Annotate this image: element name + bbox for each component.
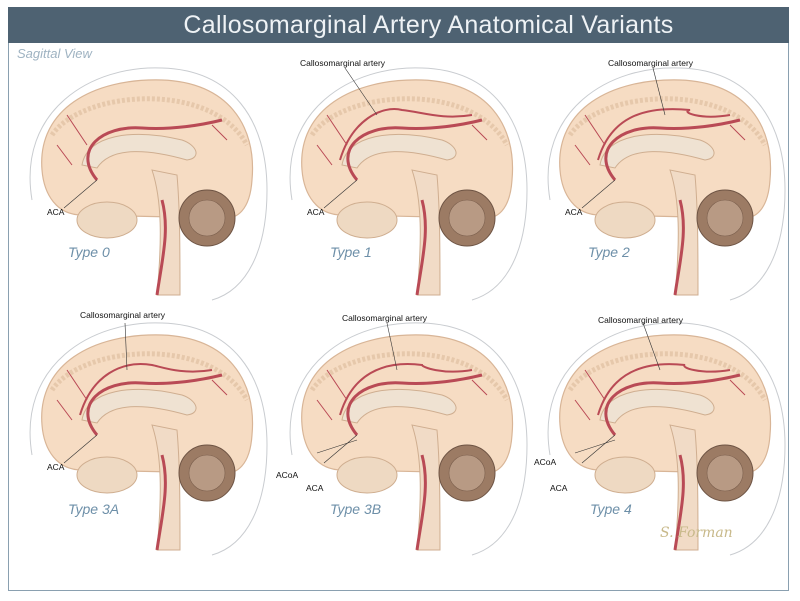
acoa-label: ACoA <box>276 470 299 480</box>
callosomarginal-label: Callosomarginal artery <box>80 310 166 320</box>
callosomarginal-artery <box>339 108 473 161</box>
aca-label: ACA <box>306 483 324 493</box>
artist-signature: S. Forman <box>660 525 733 541</box>
variant-panel: Callosomarginal artery ACA Type 1 <box>272 50 534 308</box>
callosomarginal-artery <box>597 108 731 161</box>
callosomarginal-artery <box>79 363 213 416</box>
brain-illustration <box>289 322 528 556</box>
aca-label: ACA <box>565 207 583 217</box>
variant-panel: Callosomarginal artery ACA Type 2 <box>530 50 792 308</box>
aca-label: ACA <box>47 462 65 472</box>
variant-panel: Callosomarginal artery ACoA ACA Type 3B <box>272 305 534 563</box>
callosomarginal-label: Callosomarginal artery <box>342 313 428 323</box>
type-label: Type 2 <box>588 244 630 260</box>
type-label: Type 3B <box>330 501 382 517</box>
title-bar: Callosomarginal Artery Anatomical Varian… <box>8 7 789 43</box>
aca-artery <box>604 118 741 181</box>
callosomarginal-label: Callosomarginal artery <box>598 315 684 325</box>
variant-panel: Callosomarginal artery ACA Type 3A <box>12 305 274 563</box>
page-title: Callosomarginal Artery Anatomical Varian… <box>183 10 674 39</box>
variant-panel: ACA Type 0 <box>12 50 274 308</box>
aca-label: ACA <box>550 483 568 493</box>
aca-artery <box>86 118 223 181</box>
type-label: Type 0 <box>68 244 110 260</box>
aca-label: ACA <box>307 207 325 217</box>
type-label: Type 3A <box>68 501 120 517</box>
variant-panel: Callosomarginal artery ACoA ACA Type 4 <box>530 305 792 563</box>
type-label: Type 1 <box>330 244 372 260</box>
aca-artery <box>346 118 483 181</box>
aca-artery <box>86 373 223 436</box>
brain-illustration <box>547 322 786 556</box>
view-subtitle: Sagittal View <box>17 46 92 61</box>
aca-artery <box>604 373 741 436</box>
brain-illustration <box>29 322 268 556</box>
type-label: Type 4 <box>590 501 632 517</box>
callosomarginal-artery <box>339 363 473 416</box>
brain-illustration <box>289 67 528 301</box>
callosomarginal-label: Callosomarginal artery <box>608 58 694 68</box>
brain-illustration <box>547 67 786 301</box>
callosomarginal-artery <box>597 363 731 416</box>
acoa-label: ACoA <box>534 457 557 467</box>
brain-illustration <box>29 67 268 301</box>
aca-artery <box>346 373 483 436</box>
callosomarginal-label: Callosomarginal artery <box>300 58 386 68</box>
aca-label: ACA <box>47 207 65 217</box>
